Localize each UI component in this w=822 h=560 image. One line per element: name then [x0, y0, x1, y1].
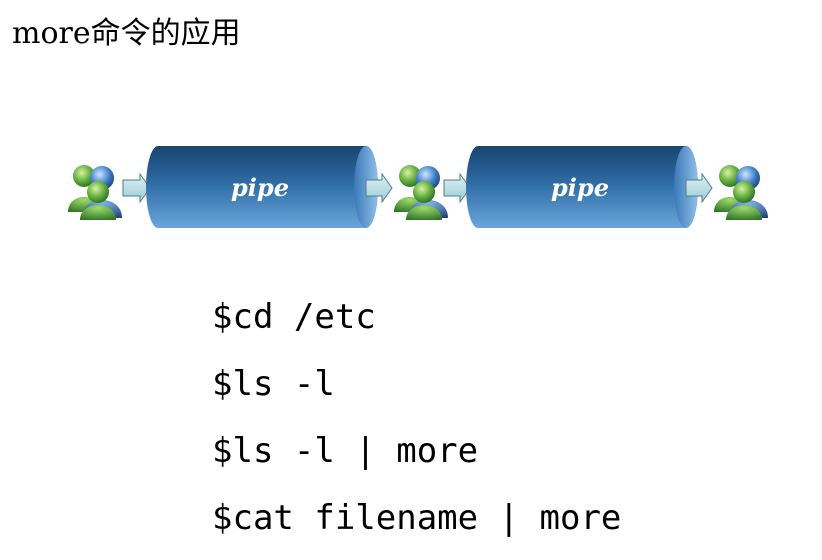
arrow-icon: [685, 172, 713, 204]
pipe-label: pipe: [551, 173, 609, 202]
pipe-label: pipe: [231, 173, 289, 202]
arrow-icon: [122, 172, 151, 204]
command-list: $cd /etc $ls -l $ls -l | more $cat filen…: [212, 292, 772, 560]
pipe-2: pipe: [466, 146, 698, 228]
command-line: $cat filename | more: [212, 498, 622, 538]
users-icon: [68, 165, 122, 220]
users-icon: [714, 165, 768, 220]
pipe-1: pipe: [146, 146, 378, 228]
command-line: $ls -l: [212, 364, 335, 404]
arrow-icon: [443, 172, 471, 204]
command-line: $ls -l | more: [212, 431, 479, 471]
users-icon: [394, 165, 448, 220]
command-line: $cd /etc: [212, 297, 376, 337]
slide-title: more命令的应用: [12, 16, 241, 51]
arrow-icon: [365, 172, 393, 204]
pipe-diagram: pipe pipe: [68, 146, 768, 228]
